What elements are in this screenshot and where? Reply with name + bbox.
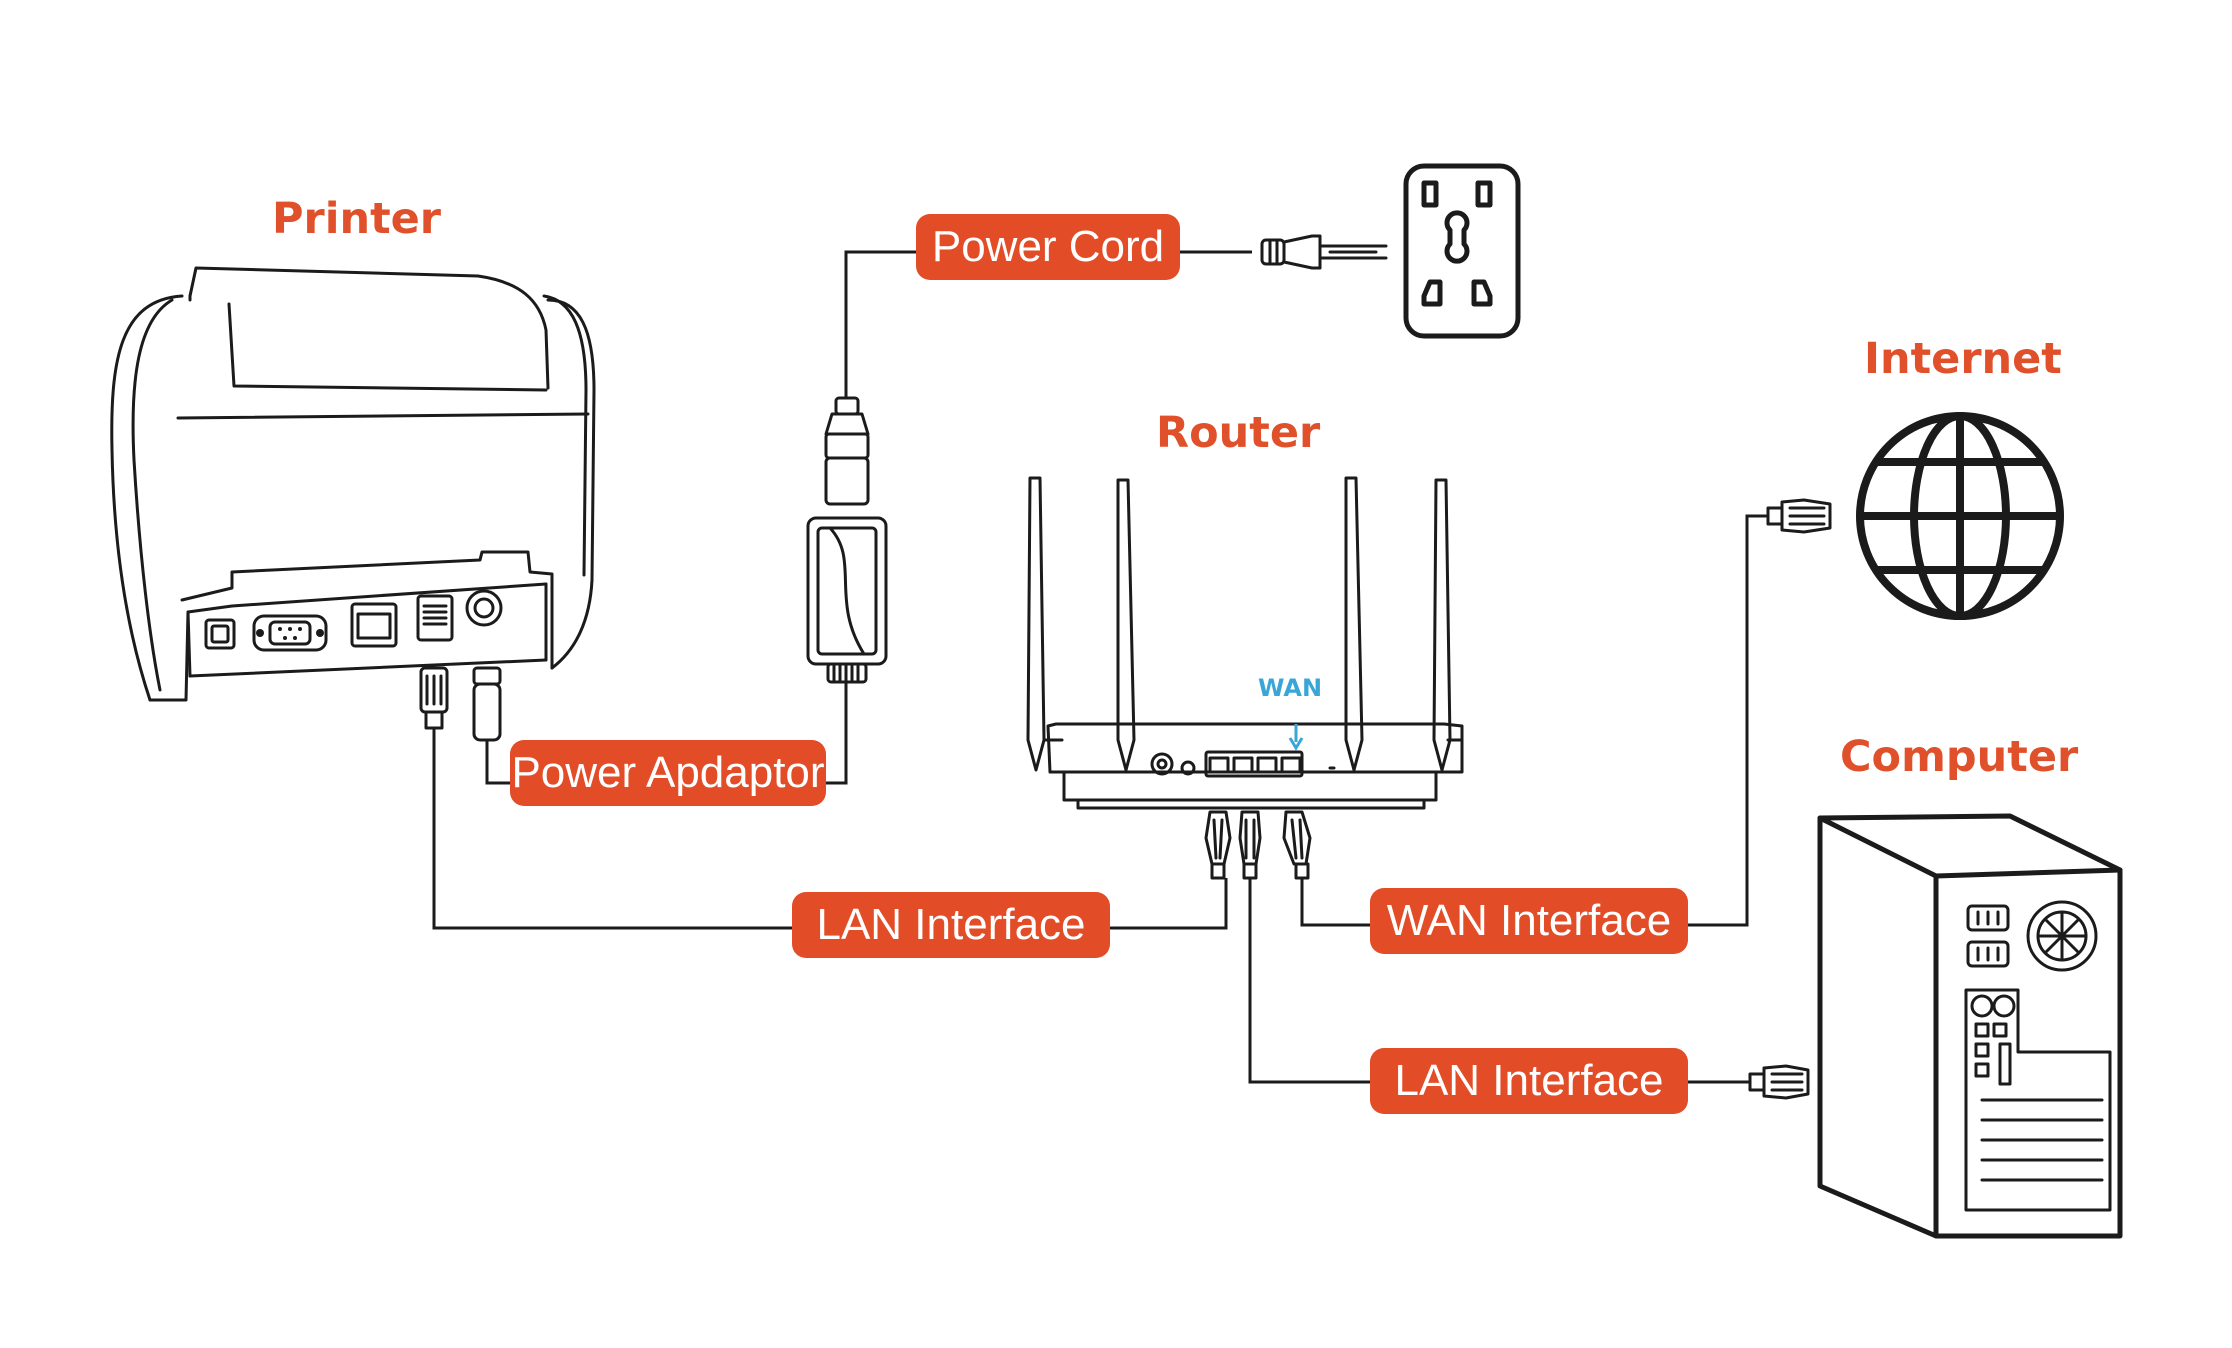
rj45-plug-icon [1204, 810, 1232, 880]
rj45-plug-icon [1766, 498, 1832, 534]
router-title: Router [1156, 408, 1321, 458]
wires [432, 250, 1768, 1084]
lan-interface-printer-label: LAN Interface [792, 892, 1110, 958]
wan-interface-label: WAN Interface [1370, 888, 1688, 954]
power-outlet-icon [1403, 163, 1521, 339]
power-adaptor-label: Power Apdaptor [510, 740, 826, 806]
power-adapter-icon [806, 396, 888, 684]
computer-tower-icon [1817, 813, 2123, 1239]
globe-icon [1856, 412, 2064, 620]
wan-wire [1300, 514, 1768, 927]
wan-port-label: WAN [1258, 674, 1323, 702]
power-cord-label: Power Cord [916, 214, 1180, 280]
rj45-plug-icon [1238, 810, 1262, 880]
internet-title: Internet [1864, 334, 2062, 384]
computer-title: Computer [1840, 732, 2079, 782]
router-icon [1026, 476, 1464, 880]
rj45-plug-icon [1748, 1064, 1810, 1100]
power-plug-icon [1260, 234, 1388, 270]
printer-title: Printer [272, 194, 441, 244]
printer-icon [110, 266, 596, 742]
rj45-plug-icon [1282, 810, 1312, 880]
lan-interface-computer-label: LAN Interface [1370, 1048, 1688, 1114]
